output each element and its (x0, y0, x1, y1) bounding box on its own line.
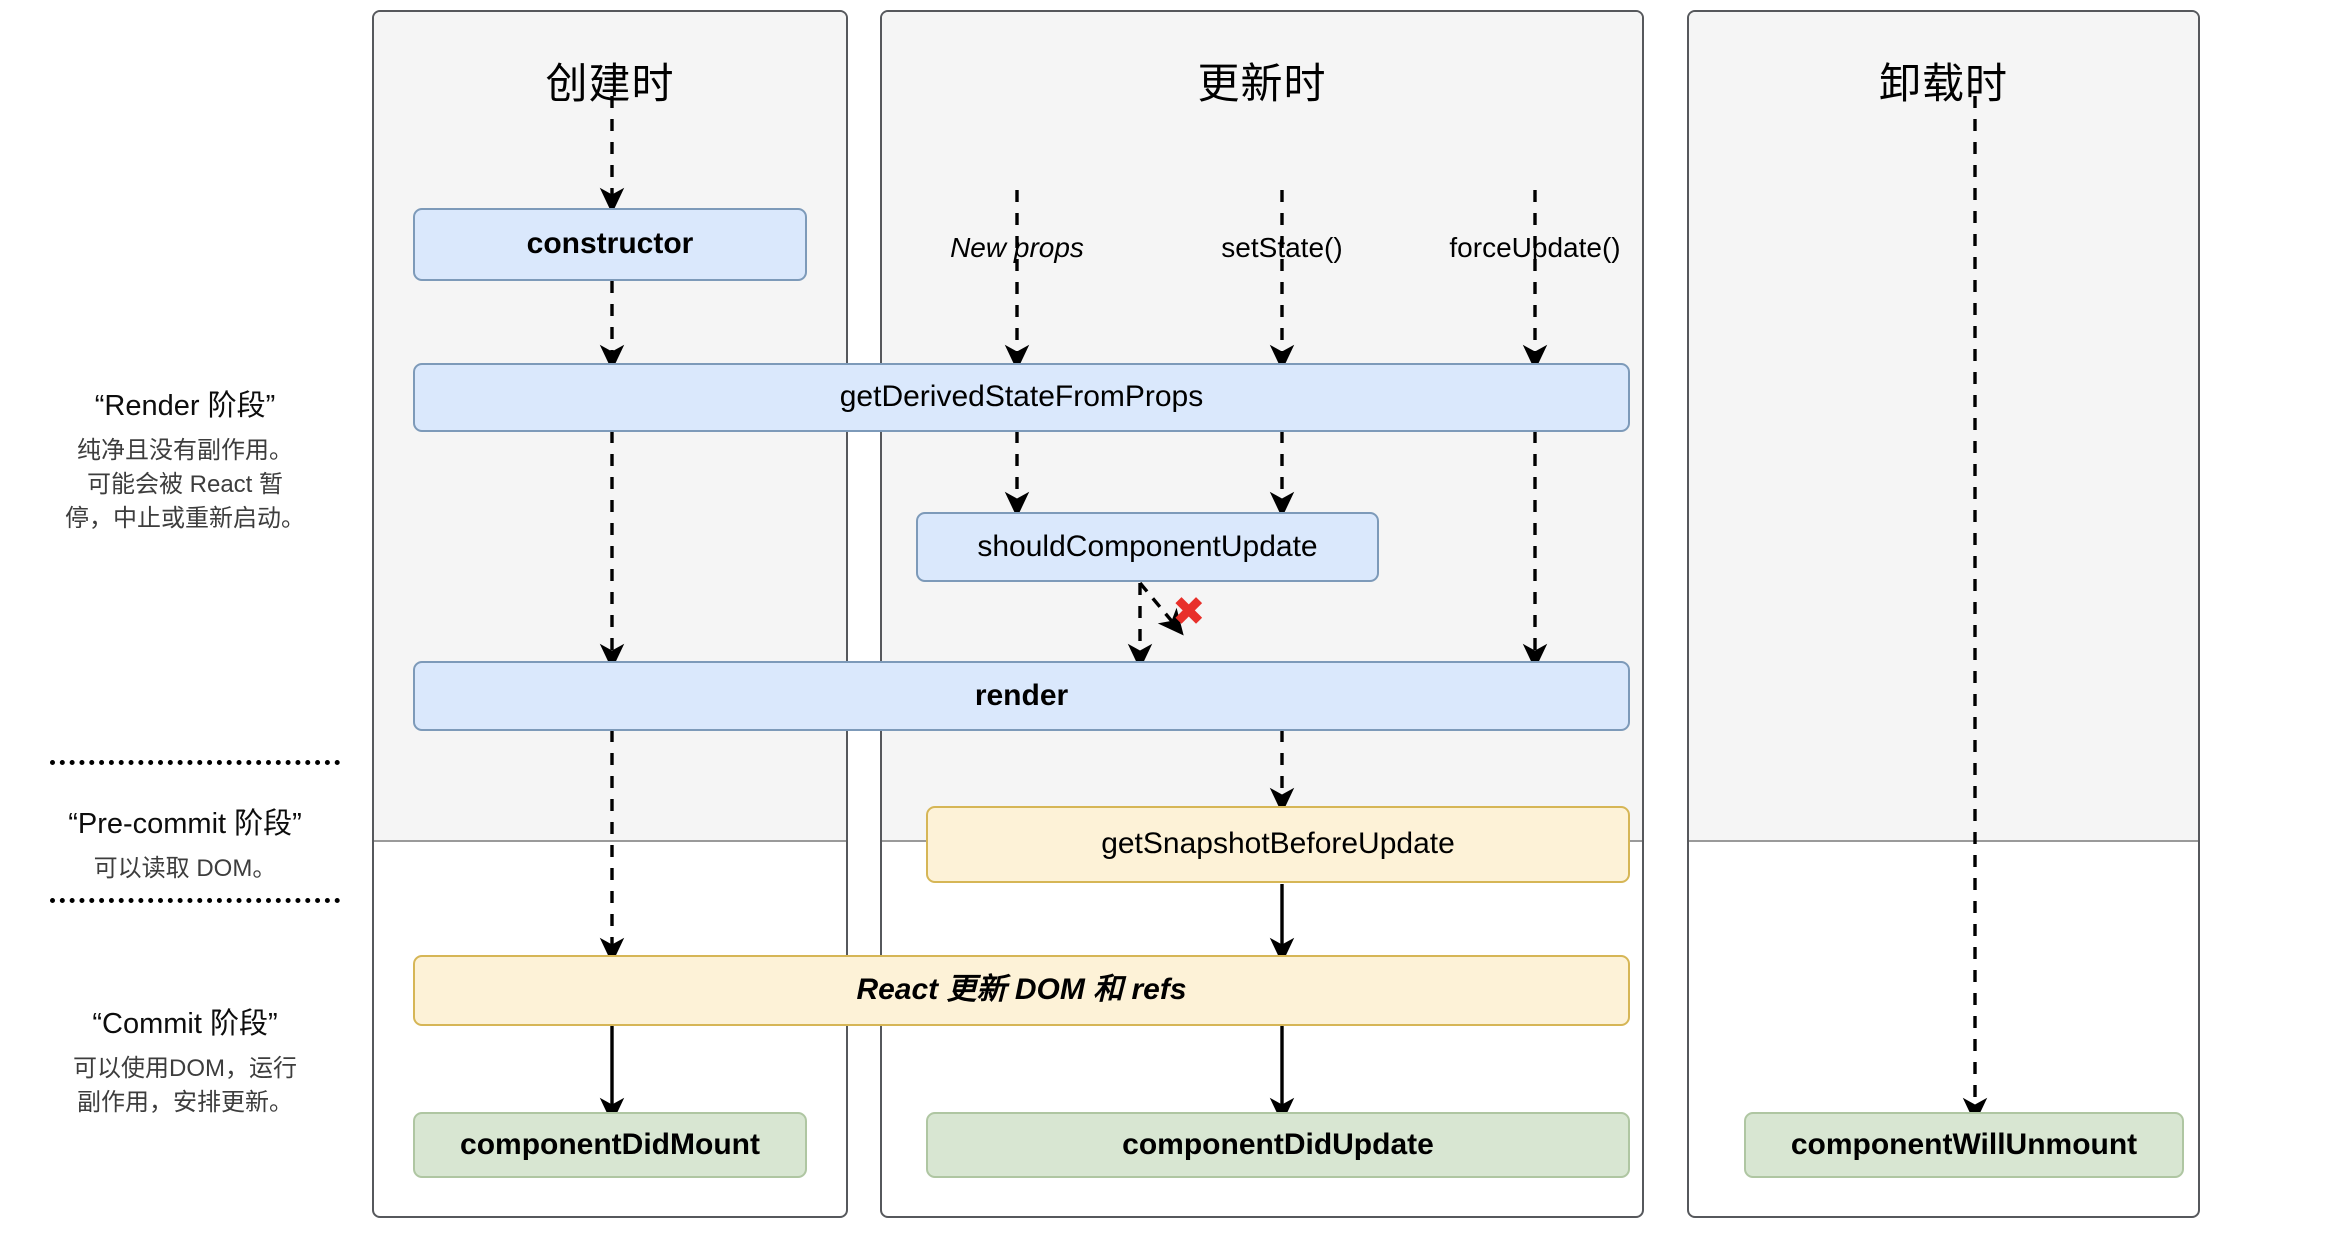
phase-label-render-heading: “Render 阶段” (94, 390, 276, 422)
skip-render-x-icon: ✖ (1172, 590, 1206, 634)
node-component-will-unmount[interactable]: componentWillUnmount (1744, 1112, 2184, 1178)
node-component-did-update[interactable]: componentDidUpdate (926, 1112, 1630, 1178)
phase-label-render: “Render 阶段” 纯净且没有副作用。 可能会被 React 暂 停，中止或… (20, 382, 350, 536)
node-should-component-update[interactable]: shouldComponentUpdate (916, 512, 1379, 582)
trigger-force-update: forceUpdate() (1449, 232, 1621, 263)
trigger-set-state: setState() (1221, 232, 1343, 263)
divider-pre-commit-top (50, 760, 340, 765)
phase-label-render-description: 纯净且没有副作用。 可能会被 React 暂 停，中止或重新启动。 (65, 437, 305, 533)
phase-label-pre-commit: “Pre-commit 阶段” 可以读取 DOM。 (10, 800, 360, 886)
column-mounting: 创建时 (372, 10, 848, 1218)
phase-label-commit: “Commit 阶段” 可以使用DOM，运行 副作用，安排更新。 (20, 1000, 350, 1120)
node-render[interactable]: render (413, 661, 1630, 731)
trigger-new-props: New props (950, 232, 1084, 263)
column-updating-title: 更新时 (1197, 60, 1327, 107)
node-get-derived-state-from-props[interactable]: getDerivedStateFromProps (413, 363, 1630, 432)
column-updating: 更新时 (880, 10, 1644, 1218)
node-constructor[interactable]: constructor (413, 208, 807, 281)
phase-label-pre-commit-heading: “Pre-commit 阶段” (68, 808, 302, 840)
phase-label-commit-description: 可以使用DOM，运行 副作用，安排更新。 (73, 1055, 297, 1117)
divider-pre-commit-bottom (50, 898, 340, 903)
column-unmounting: 卸载时 (1687, 10, 2200, 1218)
node-get-snapshot-before-update[interactable]: getSnapshotBeforeUpdate (926, 806, 1630, 883)
phase-label-commit-heading: “Commit 阶段” (92, 1008, 278, 1040)
node-component-did-mount[interactable]: componentDidMount (413, 1112, 807, 1178)
column-mounting-title: 创建时 (545, 60, 675, 107)
phase-label-pre-commit-description: 可以读取 DOM。 (93, 855, 277, 882)
column-unmounting-title: 卸载时 (1878, 60, 2008, 107)
node-react-updates-dom[interactable]: React 更新 DOM 和 refs (413, 955, 1630, 1026)
column-unmounting-render-region (1689, 12, 2198, 842)
